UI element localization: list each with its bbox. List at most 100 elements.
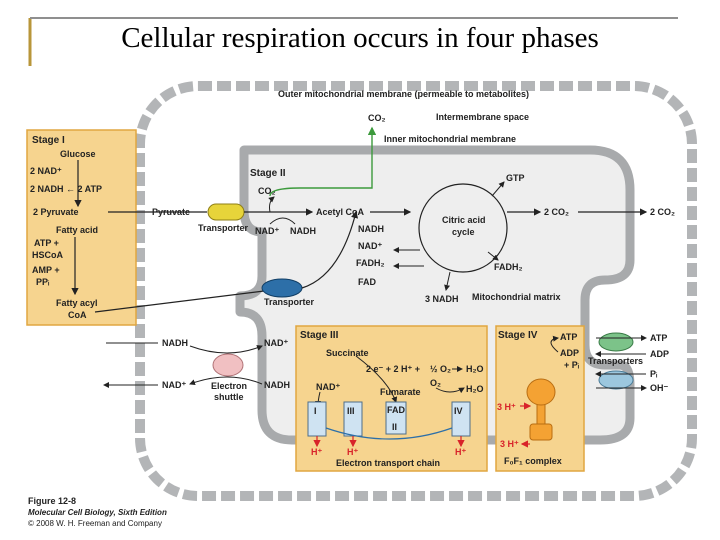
stage4-3h-top-label: 3 H⁺ <box>497 402 516 412</box>
cycle-label-2: cycle <box>452 227 475 237</box>
stage2-fad-label: FAD <box>358 277 377 287</box>
stage1-pyruvate-label: 2 Pyruvate <box>33 207 79 217</box>
atp-synthesis-arrow <box>550 335 559 353</box>
stage1-nad-label: 2 NAD⁺ <box>30 166 62 176</box>
etc-label: Electron transport chain <box>336 458 440 468</box>
shuttle-nad-left-label: NAD⁺ <box>162 380 186 390</box>
fatty-acid-label: Fatty acid <box>56 225 98 235</box>
outer-membrane-label: Outer mitochondrial membrane (permeable … <box>278 89 529 99</box>
amp-label-2: PPᵢ <box>36 277 50 287</box>
stage2-title: Stage II <box>250 168 286 179</box>
stage2-nad2-label: NAD⁺ <box>358 241 382 251</box>
stage4-atp-label: ATP <box>560 332 577 342</box>
title-bar: Cellular respiration occurs in four phas… <box>0 0 720 70</box>
intermembrane-label: Intermembrane space <box>436 112 529 122</box>
complex4-hplus-label: H⁺ <box>455 447 466 457</box>
stage2-nadh1-label: NADH <box>290 226 316 236</box>
shuttle-bottom-curve <box>189 376 263 386</box>
complex3-label: III <box>347 406 355 416</box>
cycle-fadh2b-arrow <box>487 251 499 261</box>
acyl-transporter <box>261 278 303 298</box>
pi-out-label: Pᵢ <box>650 369 658 379</box>
pyruvate-label: Pyruvate <box>152 207 190 217</box>
electron-flow-curve <box>325 427 453 440</box>
shuttle-label-2: shuttle <box>214 392 244 402</box>
matrix-label: Mitochondrial matrix <box>472 292 561 302</box>
stage1-box <box>26 129 137 326</box>
atp-out-label: ATP <box>650 333 667 343</box>
stage3-nad-label: NAD⁺ <box>316 382 340 392</box>
stage2-nad-label: NAD⁺ <box>255 226 279 236</box>
stage2-co2-label: CO₂ <box>258 186 276 196</box>
stage4-title: Stage IV <box>498 330 538 341</box>
gtp-label: GTP <box>506 173 525 183</box>
atp-adp-transporter <box>598 332 634 352</box>
stage4-3h-bot-label: 3 H⁺ <box>500 439 519 449</box>
stage2-3nadh-label: 3 NADH <box>425 294 459 304</box>
stage2-nad-curve <box>269 217 296 225</box>
fatty-acyl-label-2: CoA <box>68 310 87 320</box>
inner-membrane-label: Inner mitochondrial membrane <box>384 134 516 144</box>
page-title: Cellular respiration occurs in four phas… <box>121 22 599 54</box>
atp-hscoa-label-1: ATP + <box>34 238 59 248</box>
stage2-nadh2-label: NADH <box>358 224 384 234</box>
stage3-title: Stage III <box>300 330 339 341</box>
shuttle-nadh-left-label: NADH <box>162 338 188 348</box>
co2-green-arrow <box>269 126 377 197</box>
glucose-label: Glucose <box>60 149 96 159</box>
complex2-block <box>385 401 407 435</box>
top-co2-label: CO₂ <box>368 113 386 123</box>
electron-shuttle <box>212 353 244 377</box>
shuttle-nadh-right-label: NADH <box>264 380 290 390</box>
fatty-acyl-label-1: Fatty acyl <box>56 298 98 308</box>
stage1-nadh-atp-label: 2 NADH ← 2 ATP <box>30 184 102 194</box>
figure-number: Figure 12-8 <box>28 496 77 506</box>
adp-out-label: ADP <box>650 349 669 359</box>
h2o2-label: H₂O <box>466 384 484 394</box>
transporters-label: Transporters <box>588 356 643 366</box>
stage2-fadh2b-label: FADH₂ <box>494 262 523 272</box>
f0f1-complex-label: F₀F₁ complex <box>504 456 562 466</box>
phosphate-transporter <box>598 370 634 390</box>
citric-acid-cycle-circle <box>418 183 508 273</box>
stage2-co2-3-label: 2 CO₂ <box>650 207 675 217</box>
pyruvate-transporter <box>207 203 245 221</box>
stage4-pi-label: + Pᵢ <box>564 360 580 370</box>
f0f1-head <box>526 378 556 406</box>
shuttle-nad-right-label: NAD⁺ <box>264 338 288 348</box>
h2o1-label: H₂O <box>466 364 484 374</box>
acyl-transporter-label: Transporter <box>264 297 315 307</box>
cycle-label-1: Citric acid <box>442 215 486 225</box>
pyruvate-transporter-label: Transporter <box>198 223 249 233</box>
complex4-label: IV <box>454 406 463 416</box>
o2-label: O₂ <box>430 378 441 388</box>
acyl-to-acetyl-arrow <box>301 210 359 289</box>
stage2-fadh2-label: FADH₂ <box>356 258 385 268</box>
copyright: © 2008 W. H. Freeman and Company <box>28 519 162 528</box>
complex2-label: II <box>392 422 397 432</box>
cycle-gtp-arrow <box>491 181 505 197</box>
f0f1-base <box>529 423 553 441</box>
stage2-co2-2-label: 2 CO₂ <box>544 207 569 217</box>
oh-out-label: OH⁻ <box>650 383 669 393</box>
complex2-fad-label: FAD <box>387 405 406 415</box>
book-title: Molecular Cell Biology, Sixth Edition <box>28 508 167 517</box>
complex3-hplus-label: H⁺ <box>347 447 358 457</box>
atp-hscoa-label-2: HSCoA <box>32 250 63 260</box>
o2-to-h2o-arrow <box>435 387 465 394</box>
eq-left-label: 2 e⁻ + 2 H⁺ + <box>366 364 420 374</box>
succinate-arrow <box>355 355 398 403</box>
stage2-co2-arrow <box>268 196 275 213</box>
complex1-hplus-label: H⁺ <box>311 447 322 457</box>
stage4-adp-label: ADP <box>560 348 579 358</box>
complex1-label: I <box>314 406 317 416</box>
acetyl-coa-label: Acetyl CoA <box>316 207 365 217</box>
title-decoration <box>28 17 678 66</box>
amp-label-1: AMP + <box>32 265 60 275</box>
fumarate-label: Fumarate <box>380 387 421 397</box>
fatty-acyl-line <box>94 289 273 313</box>
shuttle-top-curve <box>189 345 263 354</box>
succinate-label: Succinate <box>326 348 369 358</box>
complex1-block <box>307 401 327 437</box>
